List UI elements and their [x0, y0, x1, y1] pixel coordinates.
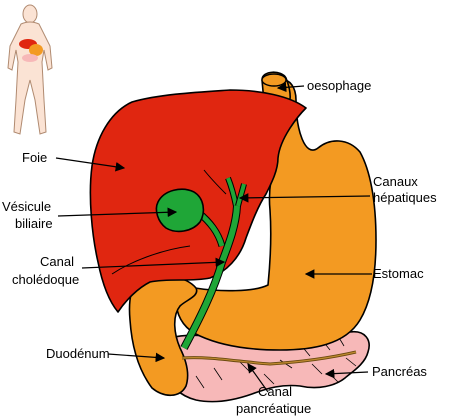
leader-pancreas [324, 368, 369, 379]
gallbladder [155, 188, 205, 233]
label-gallbladder-line2: biliaire [15, 216, 53, 231]
liver-fissure [111, 245, 191, 275]
leader-hepatic-ducts [238, 193, 371, 203]
leader-lines [55, 82, 372, 393]
label-common-bile-duct-line1: Canal [40, 254, 74, 269]
label-hepatic-ducts-line1: Canaux [373, 174, 418, 189]
label-pancreas: Pancréas [372, 364, 427, 379]
label-liver: Foie [22, 150, 47, 165]
leader-oesophagus [276, 82, 305, 93]
label-gallbladder-line1: Vésicule [2, 199, 51, 214]
leader-duodenum [107, 352, 166, 363]
label-hepatic-ducts-line2: hépatiques [373, 190, 437, 205]
thumbnail-intestine [22, 54, 38, 62]
label-pancreatic-duct-line1: Canal [258, 384, 292, 399]
label-pancreatic-duct-line2: pancréatique [236, 401, 311, 416]
thumbnail-stomach [29, 44, 43, 56]
leader-liver [55, 157, 126, 172]
leader-pancreatic-duct [247, 363, 269, 393]
leader-gallbladder [57, 207, 178, 218]
stomach [174, 78, 377, 351]
human-figure-thumbnail [7, 4, 53, 135]
label-common-bile-duct-line2: cholédoque [12, 272, 79, 287]
label-oesophagus: oesophage [307, 78, 371, 93]
leader-common-bile-duct [81, 257, 226, 269]
label-stomach: Estomac [373, 266, 424, 281]
label-duodenum: Duodénum [46, 346, 110, 361]
duodenum [128, 274, 198, 397]
